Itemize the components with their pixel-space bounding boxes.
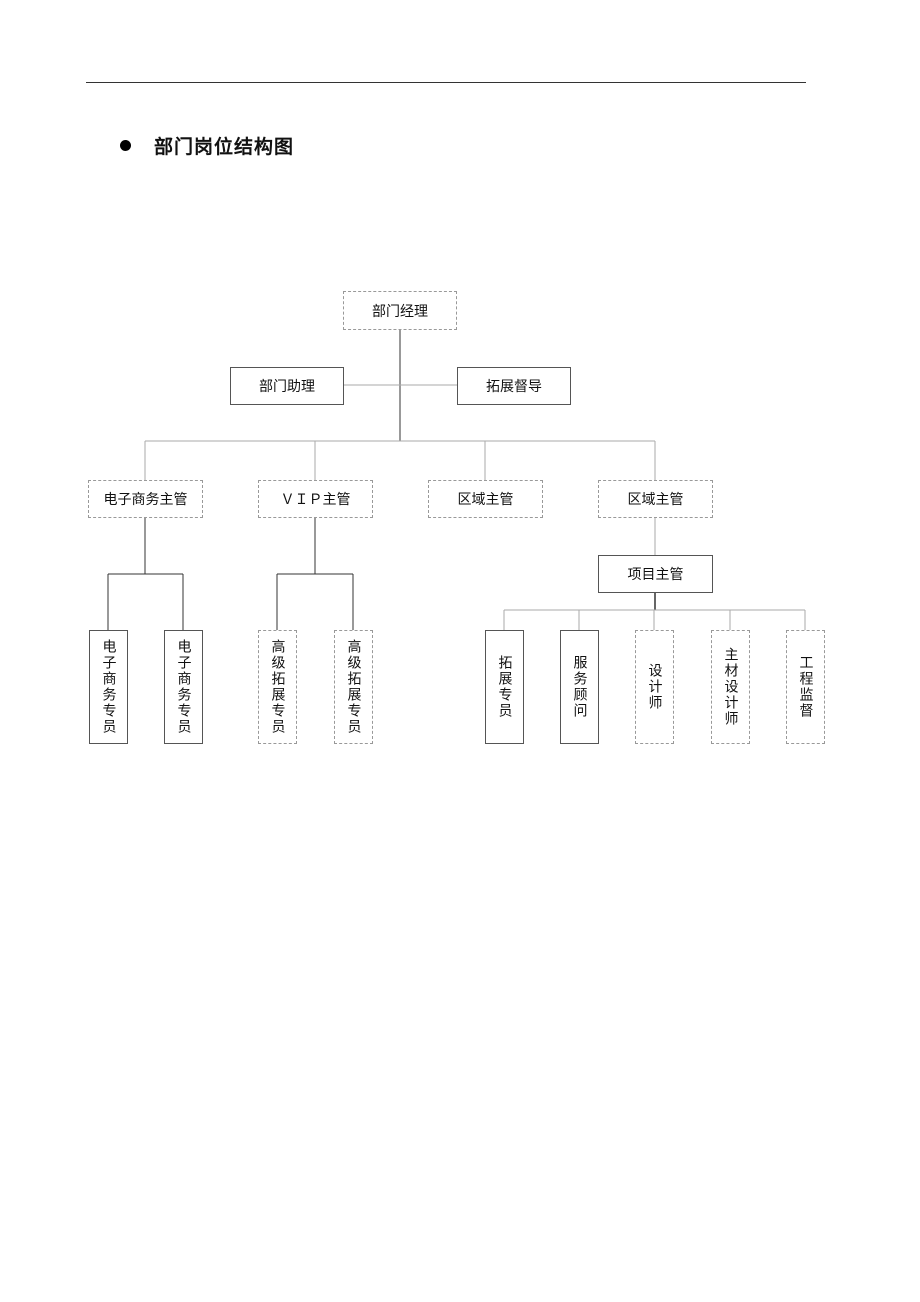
node-service-consultant: 服务顾问 — [560, 630, 599, 744]
node-engineering-supervisor: 工程监督 — [786, 630, 825, 744]
node-material-designer: 主材设计师 — [711, 630, 750, 744]
node-designer: 设计师 — [635, 630, 674, 744]
node-ecommerce-staff: 电子商务专员 — [89, 630, 128, 744]
node-ecommerce-lead: 电子商务主管 — [88, 480, 203, 518]
header-rule — [86, 82, 806, 83]
node-supervisor: 拓展督导 — [457, 367, 571, 405]
node-regional-lead-2: 区域主管 — [598, 480, 713, 518]
node-regional-lead-1: 区域主管 — [428, 480, 543, 518]
node-ecommerce-staff: 电子商务专员 — [164, 630, 203, 744]
section-title: 部门岗位结构图 — [154, 135, 295, 158]
node-assistant: 部门助理 — [230, 367, 344, 405]
node-manager: 部门经理 — [343, 291, 457, 330]
bullet-icon — [120, 139, 131, 151]
node-project-lead: 项目主管 — [598, 555, 713, 593]
node-expansion-staff: 拓展专员 — [485, 630, 524, 744]
node-vip-staff: 高级拓展专员 — [258, 630, 297, 744]
node-vip-staff: 高级拓展专员 — [334, 630, 373, 744]
section-heading: 部门岗位结构图 — [120, 130, 294, 160]
node-vip-lead: ＶＩＰ主管 — [258, 480, 373, 518]
